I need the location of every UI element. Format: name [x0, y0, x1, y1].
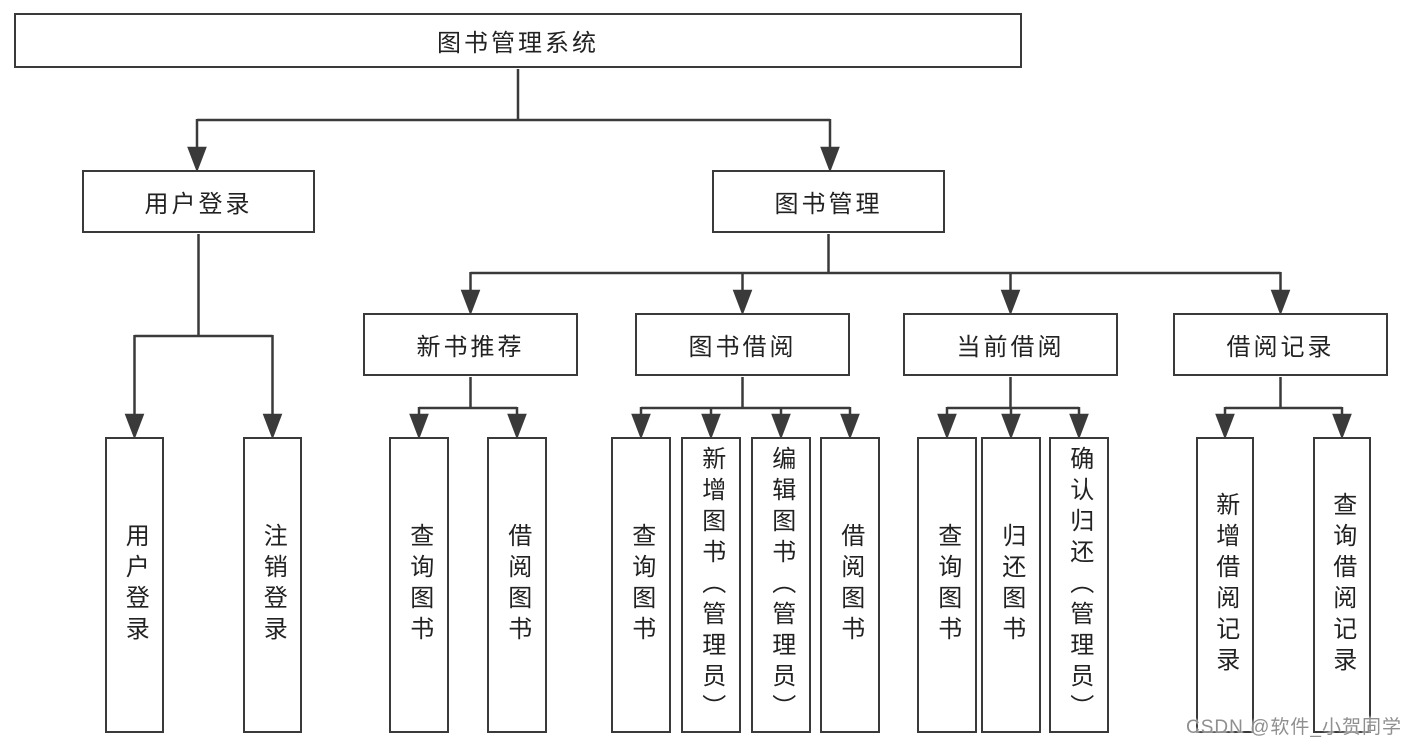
leaf-label: 查询图书: [933, 523, 961, 647]
leaf-label: 归还图书: [997, 523, 1025, 647]
connector-root-to-level2: [187, 69, 840, 173]
arrowhead-icon: [631, 413, 651, 440]
connector-book-management-to-level3: [460, 234, 1291, 316]
connector-book-borrowing-to-leaves: [631, 377, 860, 440]
arrowhead-icon: [840, 413, 860, 440]
arrowhead-icon: [701, 413, 721, 440]
leaf-edit-books-admin: 编辑图书（管理员）: [751, 437, 811, 733]
leaf-label: 查询图书: [627, 523, 655, 647]
connector-new-book-recommend-to-leaves: [409, 377, 527, 440]
arrowhead-icon: [460, 289, 481, 316]
leaf-query-books-1: 查询图书: [389, 437, 449, 733]
leaf-query-borrow-record: 查询借阅记录: [1313, 437, 1371, 733]
arrowhead-icon: [262, 413, 283, 440]
leaf-borrow-books-1: 借阅图书: [487, 437, 547, 733]
leaf-logout: 注销登录: [243, 437, 302, 733]
node-book-borrowing: 图书借阅: [635, 313, 850, 376]
leaf-label: 查询借阅记录: [1328, 492, 1356, 678]
leaf-label: 编辑图书（管理员）: [767, 445, 795, 725]
leaf-add-books-admin: 新增图书（管理员）: [681, 437, 741, 733]
watermark: CSDN @软件_小贺同学: [1186, 717, 1402, 738]
arrowhead-icon: [820, 146, 840, 173]
arrowhead-icon: [1001, 413, 1021, 440]
leaf-label: 确认归还（管理员）: [1065, 445, 1093, 725]
leaf-label: 借阅图书: [503, 523, 531, 647]
connector-borrowing-records-to-leaves: [1215, 377, 1352, 440]
leaf-confirm-return-admin: 确认归还（管理员）: [1049, 437, 1109, 733]
arrowhead-icon: [1000, 289, 1021, 316]
arrowhead-icon: [1332, 413, 1352, 440]
leaf-user-login: 用户登录: [105, 437, 164, 733]
leaf-label: 借阅图书: [836, 523, 864, 647]
arrowhead-icon: [187, 146, 207, 173]
leaf-label: 新增图书（管理员）: [697, 445, 725, 725]
node-user-login: 用户登录: [82, 170, 315, 233]
arrowhead-icon: [409, 413, 429, 440]
arrowhead-icon: [124, 413, 145, 440]
leaf-label: 查询图书: [405, 523, 433, 647]
leaf-add-borrow-record: 新增借阅记录: [1196, 437, 1254, 733]
connector-user-login-to-leaves: [124, 234, 283, 440]
arrowhead-icon: [1270, 289, 1291, 316]
arrowhead-icon: [732, 289, 753, 316]
leaf-borrow-books-2: 借阅图书: [820, 437, 880, 733]
arrowhead-icon: [1215, 413, 1235, 440]
node-new-book-recommend: 新书推荐: [363, 313, 578, 376]
node-borrowing-records: 借阅记录: [1173, 313, 1388, 376]
leaf-query-books-2: 查询图书: [611, 437, 671, 733]
arrowhead-icon: [507, 413, 527, 440]
arrowhead-icon: [1069, 413, 1089, 440]
leaf-query-books-3: 查询图书: [917, 437, 977, 733]
arrowhead-icon: [937, 413, 957, 440]
connector-current-borrowing-to-leaves: [937, 377, 1089, 440]
leaf-label: 新增借阅记录: [1211, 492, 1239, 678]
leaf-return-books: 归还图书: [981, 437, 1041, 733]
node-book-management: 图书管理: [712, 170, 945, 233]
leaf-label: 用户登录: [121, 523, 149, 647]
arrowhead-icon: [771, 413, 791, 440]
node-library-system-root: 图书管理系统: [14, 13, 1022, 68]
node-current-borrowing: 当前借阅: [903, 313, 1118, 376]
leaf-label: 注销登录: [259, 523, 287, 647]
